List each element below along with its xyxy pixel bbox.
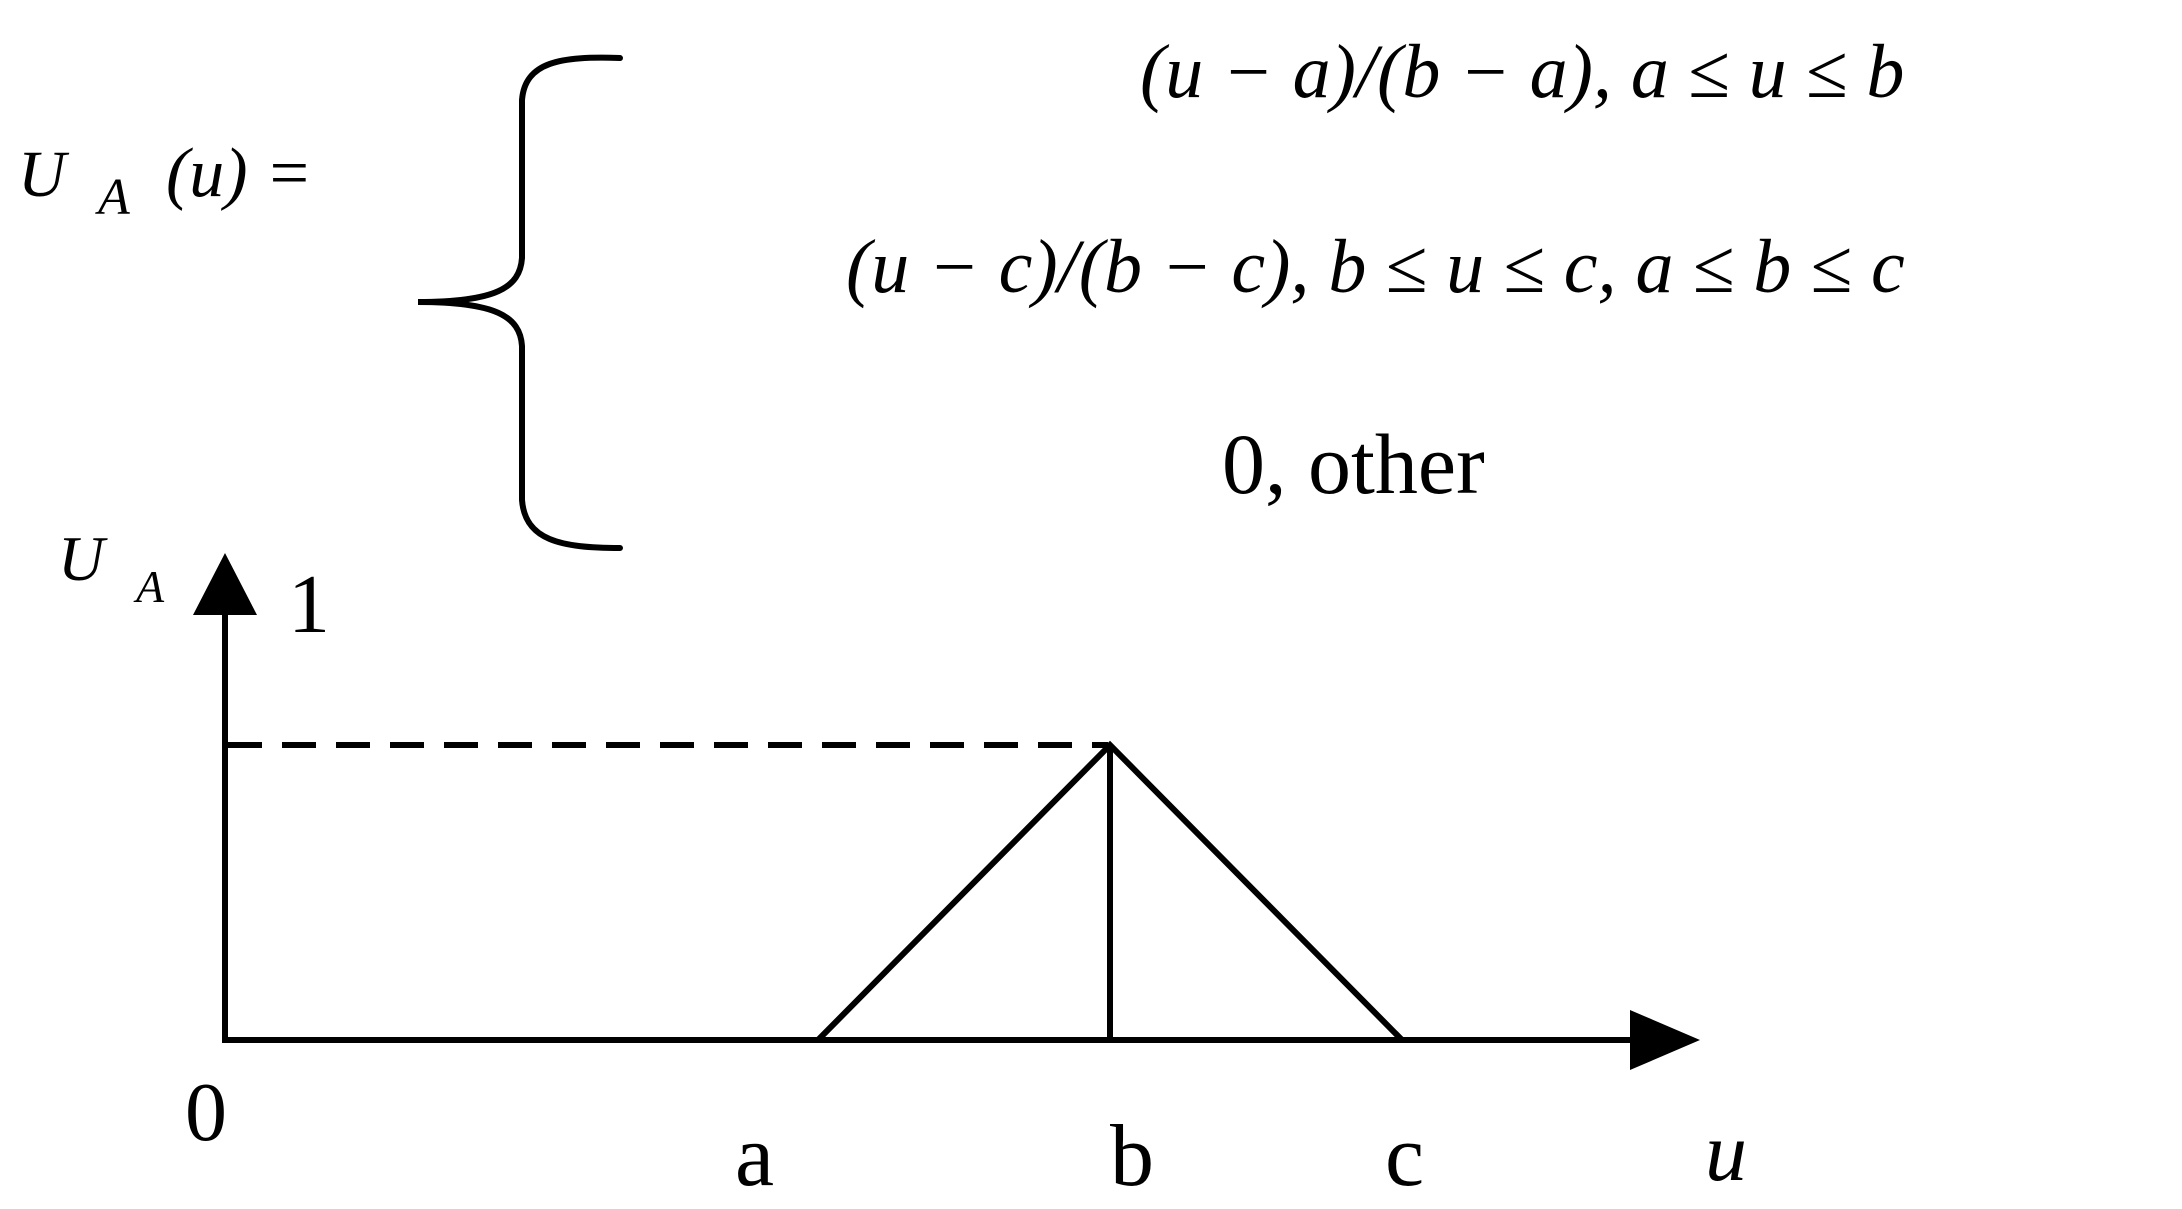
formula-lhs-sub: A (95, 169, 130, 226)
formula-lhs-arg: (u) = (166, 135, 312, 212)
y-axis-label-main: U (58, 523, 108, 594)
y-axis-arrowhead (193, 553, 257, 615)
formula-case-2: (u − c)/(b − c), b ≤ u ≤ c, a ≤ b ≤ c (846, 225, 1905, 309)
tick-label-b: b (1110, 1108, 1154, 1205)
formula: U A (u) = (u − a)/(b − a), a ≤ u ≤ b (u … (18, 30, 1905, 551)
x-axis-arrowhead (1630, 1010, 1700, 1070)
x-axis-label: u (1705, 1106, 1747, 1199)
formula-case-3: 0, other (1222, 416, 1485, 512)
tick-label-a: a (735, 1108, 774, 1205)
y-axis-label-sub: A (133, 561, 165, 612)
y-max-label: 1 (288, 558, 330, 651)
formula-lhs-main: U (18, 138, 70, 211)
formula-case-1: (u − a)/(b − a), a ≤ u ≤ b (1140, 30, 1904, 114)
tick-label-c: c (1385, 1108, 1424, 1205)
curly-brace (417, 54, 623, 551)
origin-label: 0 (185, 1066, 227, 1159)
membership-graph: U A 1 0 a b c u (58, 523, 1747, 1205)
